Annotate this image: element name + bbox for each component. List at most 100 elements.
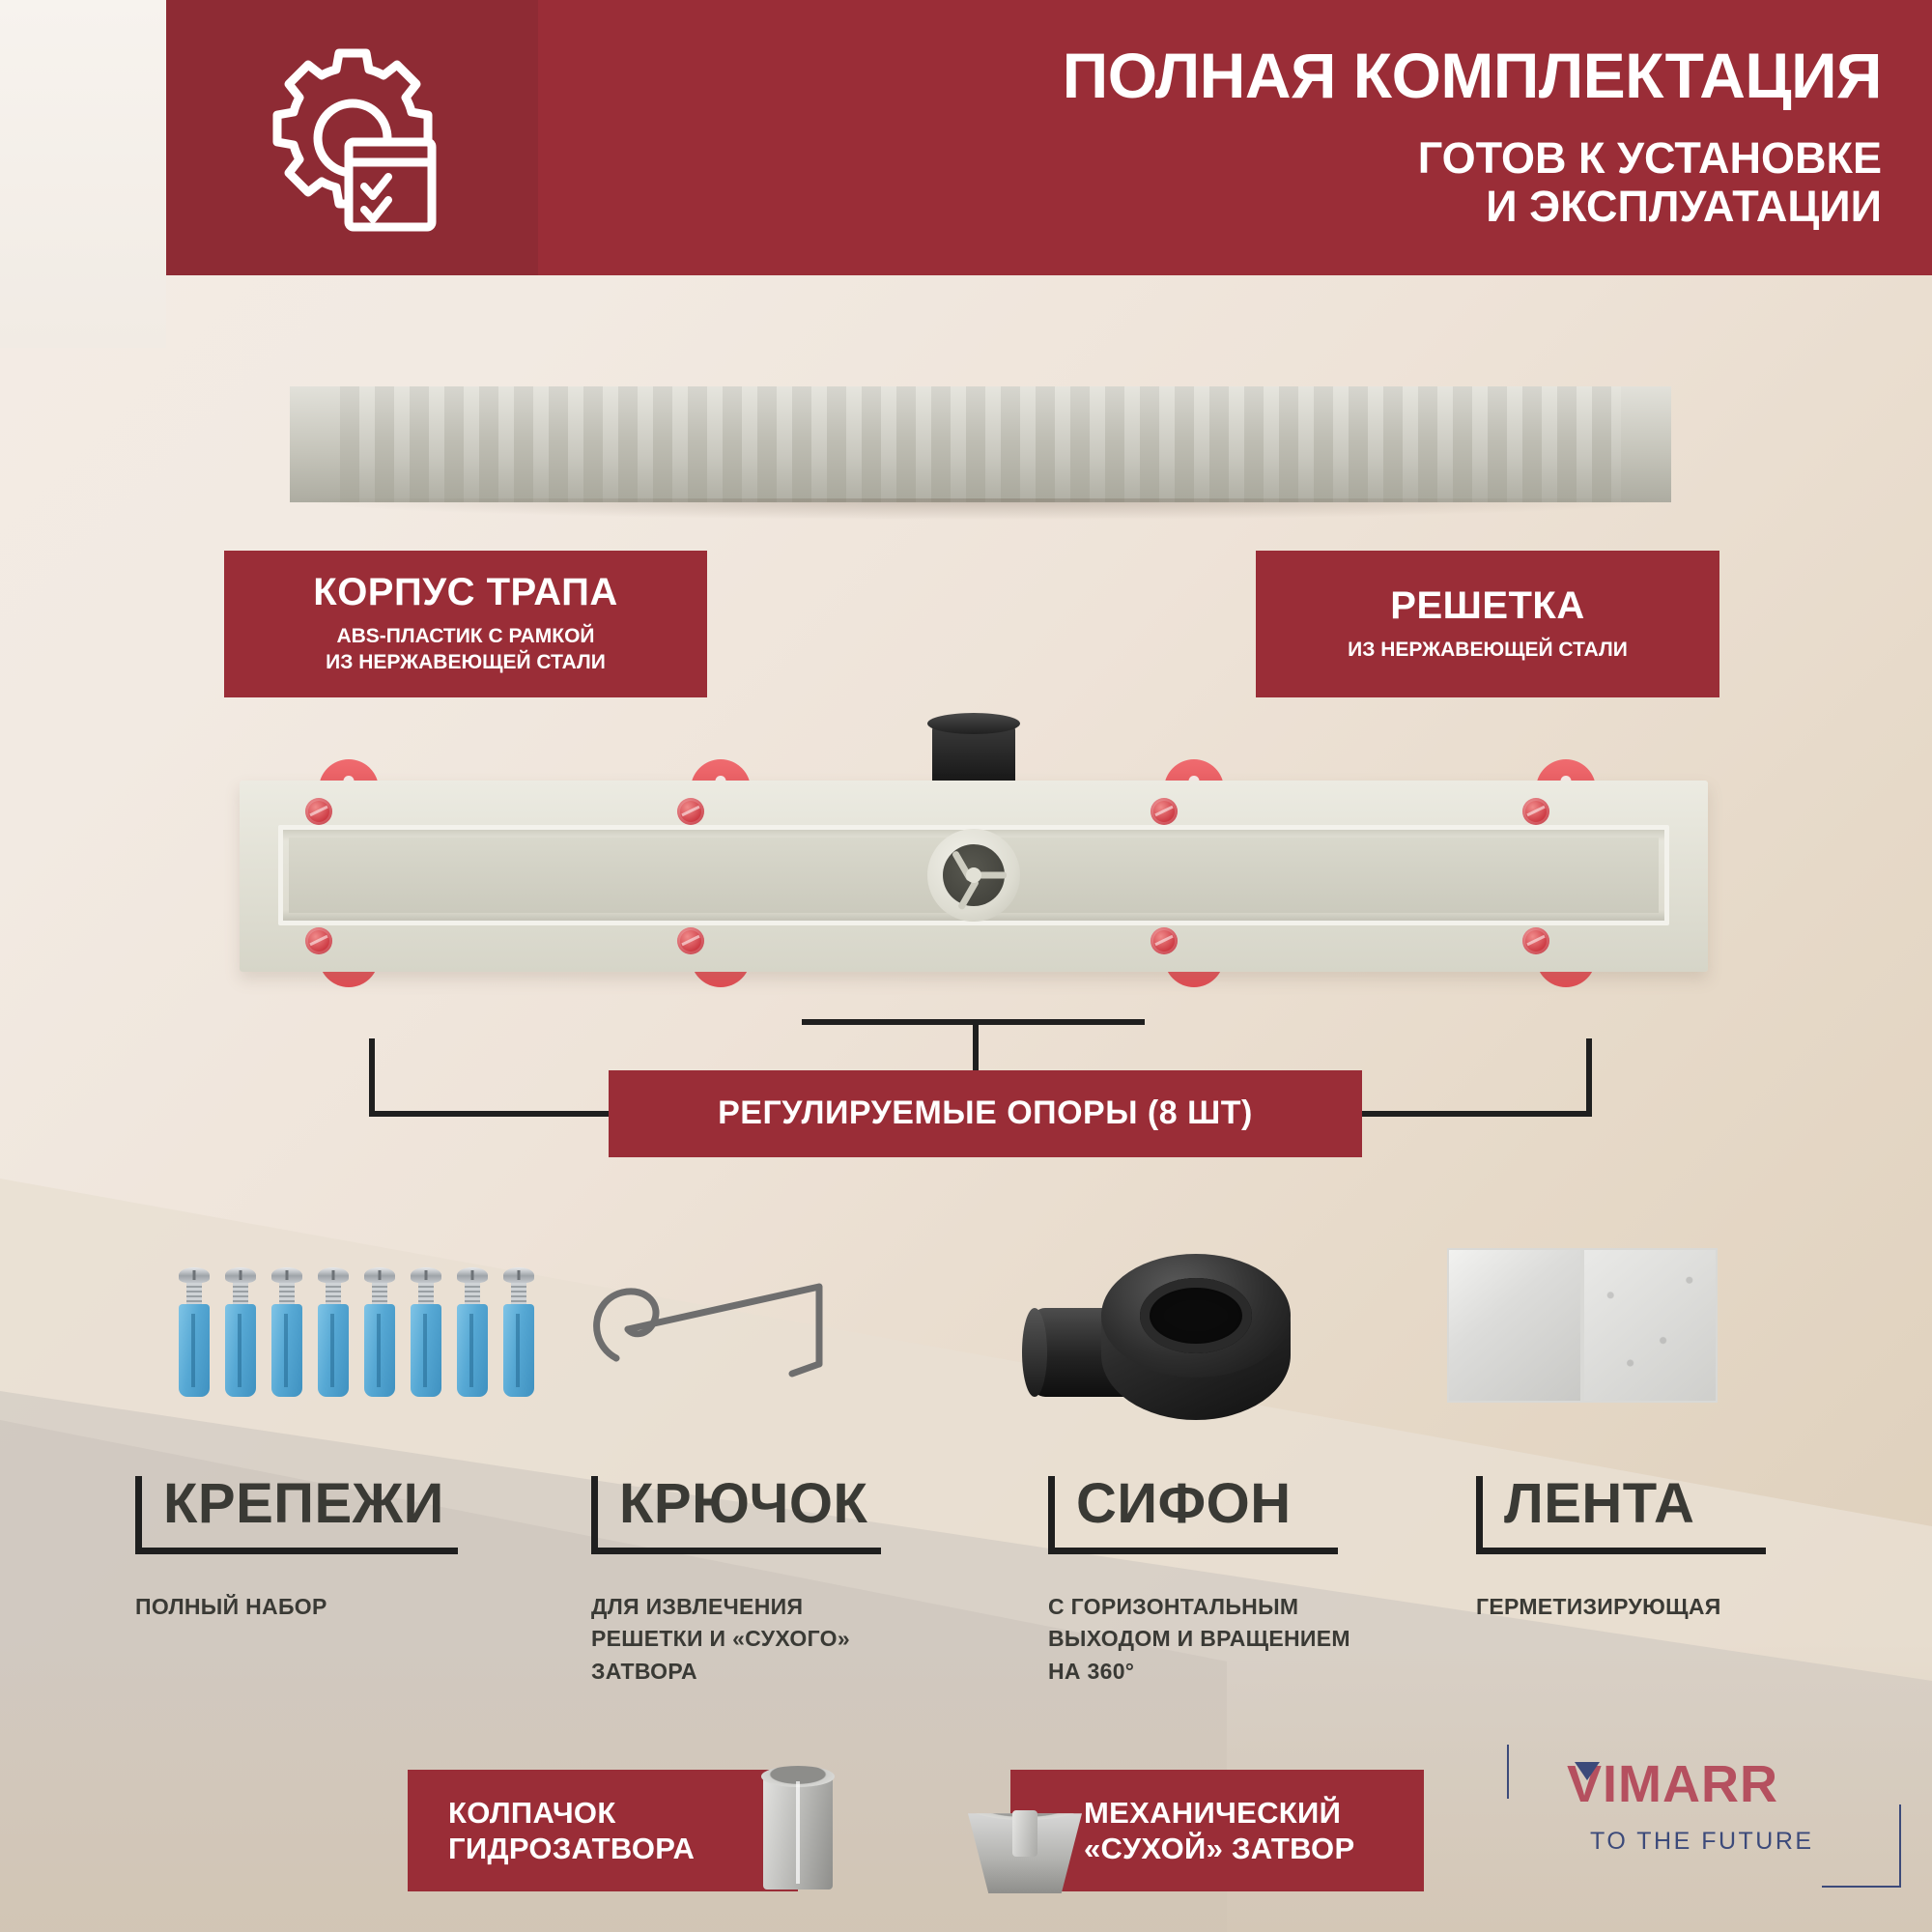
grate-rib [1124,386,1140,502]
header-subtitle-line-1: ГОТОВ К УСТАНОВКЕ [1417,132,1882,183]
image-wire-hook [593,1283,823,1378]
grate-rib [881,386,896,502]
image-sealing-tape [1447,1248,1718,1403]
grate-rib [1577,386,1592,502]
dowel-with-screw [364,1267,395,1397]
feature-desc-line: С ГОРИЗОНТАЛЬНЫМ [1048,1594,1299,1619]
feature-desc-line: НА 360° [1048,1658,1135,1684]
header-icon-panel [166,0,538,275]
screw-head [411,1267,441,1283]
grate-rib [638,386,653,502]
drain-spoke [974,871,1007,879]
feature-bracket: СИФОН [1048,1476,1338,1554]
logo-tagline: TO THE FUTURE [1590,1828,1814,1855]
wall-plug [457,1304,488,1397]
feature-hook: КРЮЧОК ДЛЯ ИЗВЛЕЧЕНИЯ РЕШЕТКИ И «СУХОГО»… [591,1476,1016,1688]
dowel-with-screw [457,1267,488,1397]
tape-half-right [1582,1248,1718,1403]
logo-bracket-bottom-right-horizontal [1822,1886,1901,1888]
outlet-pipe [927,713,1020,788]
feature-title: СИФОН [1076,1472,1292,1535]
screw-thread [511,1283,526,1304]
screw-thread [326,1283,341,1304]
grate-rib [533,386,549,502]
bottom-callout-line-2: ГИДРОЗАТВОРА [448,1832,696,1865]
screw-head [271,1267,302,1283]
grate-rib [951,386,966,502]
callout-feet: РЕГУЛИРУЕМЫЕ ОПОРЫ (8 ШТ) [609,1070,1362,1157]
bottom-callout-dry-seal: МЕХАНИЧЕСКИЙ «СУХОЙ» ЗАТВОР [1010,1770,1424,1891]
wall-plug [225,1304,256,1397]
image-water-seal-cap [761,1766,835,1889]
grate-rib [429,386,444,502]
tape-half-left [1447,1248,1582,1403]
feature-description: ГЕРМЕТИЗИРУЮЩАЯ [1476,1591,1901,1623]
grate-rib [1194,386,1209,502]
grate-rib [498,386,514,502]
feature-tape: ЛЕНТА ГЕРМЕТИЗИРУЮЩАЯ [1476,1476,1901,1623]
grate-rib [916,386,931,502]
mounting-screw [1151,798,1178,825]
screw-head [225,1267,256,1283]
grate-rib [394,386,410,502]
bottom-callout-line-1: КОЛПАЧОК [448,1795,616,1830]
drain-body-plate [240,781,1708,972]
bottom-callout-line-2: «СУХОЙ» ЗАТВОР [1084,1832,1355,1865]
mounting-screw [1522,798,1549,825]
screw-thread [372,1283,387,1304]
callout-grate: РЕШЕТКА ИЗ НЕРЖАВЕЮЩЕЙ СТАЛИ [1256,551,1719,697]
gear-checklist-icon [272,48,436,231]
grate-rib [672,386,688,502]
feature-bracket: ЛЕНТА [1476,1476,1766,1554]
feature-description: ДЛЯ ИЗВЛЕЧЕНИЯ РЕШЕТКИ И «СУХОГО» ЗАТВОР… [591,1591,1016,1688]
callout-body-title: КОРПУС ТРАПА [313,571,618,614]
feet-callout-connectors [369,1019,1592,1117]
dowel-with-screw [225,1267,256,1397]
grate-drop-shadow [301,498,1665,520]
logo-bracket-top-left [1507,1745,1509,1799]
image-dry-seal-cup [968,1804,1082,1893]
callout-grate-sub-line-1: ИЗ НЕРЖАВЕЮЩЕЙ СТАЛИ [1348,638,1628,661]
screw-head [364,1267,395,1283]
grate-rib [1264,386,1279,502]
header-subtitle-line-2: И ЭКСПЛУАТАЦИИ [1486,182,1882,232]
logo-bracket-bottom-right-vertical [1899,1804,1901,1888]
grate-rib [1542,386,1557,502]
background-bottom-warm [0,1642,1932,1932]
screw-head [318,1267,349,1283]
image-dowels-screws [179,1267,534,1397]
grate-rib [811,386,827,502]
wall-plug [503,1304,534,1397]
grate-rib [1229,386,1244,502]
bottom-callout-text: МЕХАНИЧЕСКИЙ «СУХОЙ» ЗАТВОР [1084,1795,1354,1866]
grate-rib [1507,386,1522,502]
grate-rib [464,386,479,502]
screw-thread [186,1283,202,1304]
screw-thread [233,1283,248,1304]
feature-title: ЛЕНТА [1504,1472,1695,1535]
wall-plug [364,1304,395,1397]
siphon-toothed-ring [1140,1278,1252,1353]
grate-rib [777,386,792,502]
logo-v-triangle-icon [1575,1762,1600,1780]
drain-outlet-hole [927,829,1020,922]
feature-title: КРЮЧОК [619,1472,868,1535]
grate-rib [846,386,862,502]
grate-rib [568,386,583,502]
header-title: ПОЛНАЯ КОМПЛЕКТАЦИЯ [1062,40,1883,112]
dowel-with-screw [411,1267,441,1397]
callout-grate-title: РЕШЕТКА [1390,583,1585,627]
grate-rib [1298,386,1314,502]
grate-rib [1159,386,1175,502]
grate-rib [742,386,757,502]
product-image-grate [290,386,1671,502]
callout-feet-title: РЕГУЛИРУЕМЫЕ ОПОРЫ (8 ШТ) [718,1094,1253,1132]
image-siphon [1022,1244,1321,1437]
header-text-block: ПОЛНАЯ КОМПЛЕКТАЦИЯ ГОТОВ К УСТАНОВКЕ И … [538,43,1932,231]
feature-fasteners: КРЕПЕЖИ ПОЛНЫЙ НАБОР [135,1476,560,1623]
grate-rib [1090,386,1105,502]
logo-name: VIMARR [1567,1755,1778,1813]
feature-desc-line: ПОЛНЫЙ НАБОР [135,1594,327,1619]
feature-desc-line: РЕШЕТКИ И «СУХОГО» [591,1626,850,1652]
wall-plug [411,1304,441,1397]
